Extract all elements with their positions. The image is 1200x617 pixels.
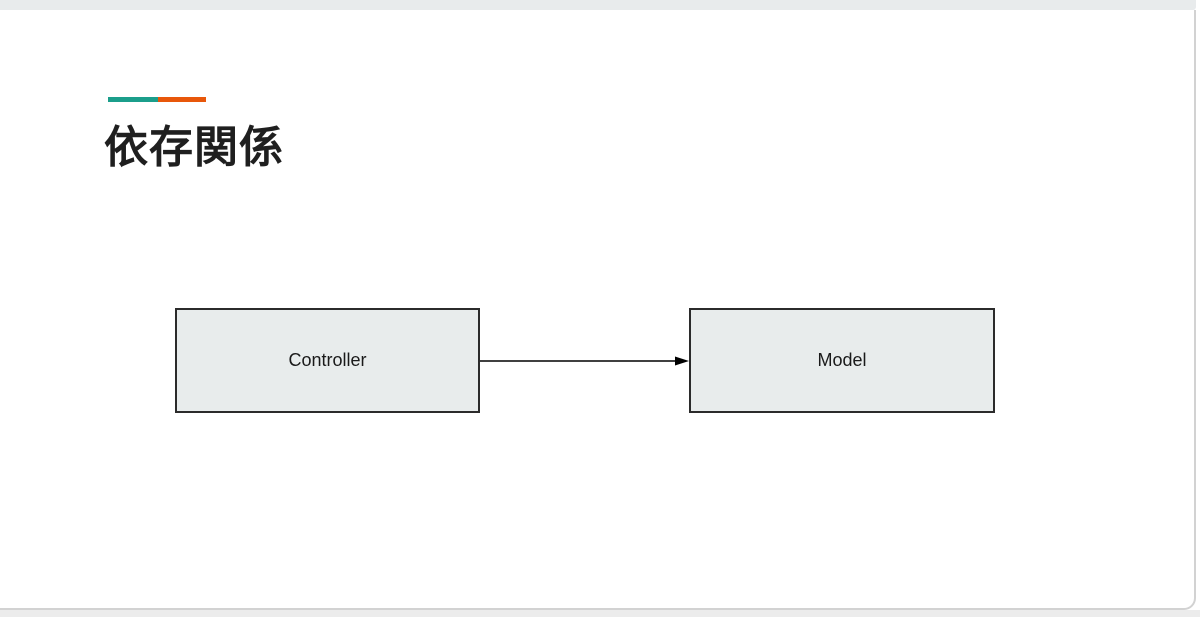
node-model-label: Model xyxy=(817,350,867,370)
node-controller-label: Controller xyxy=(288,350,367,370)
arrow-head xyxy=(675,356,689,366)
previous-slide-edge xyxy=(0,0,1196,10)
accent-bar xyxy=(108,97,206,102)
node-controller[interactable]: Controller xyxy=(175,308,480,413)
slide-title: 依存関係 xyxy=(104,123,284,172)
slide-canvas: 依存関係 Controller Model xyxy=(0,10,1196,610)
accent-bar-orange-segment xyxy=(158,97,206,102)
node-model[interactable]: Model xyxy=(689,308,995,413)
dependency-arrow[interactable] xyxy=(480,353,689,369)
page-bottom-gutter xyxy=(0,610,1200,617)
accent-bar-teal-segment xyxy=(108,97,158,102)
